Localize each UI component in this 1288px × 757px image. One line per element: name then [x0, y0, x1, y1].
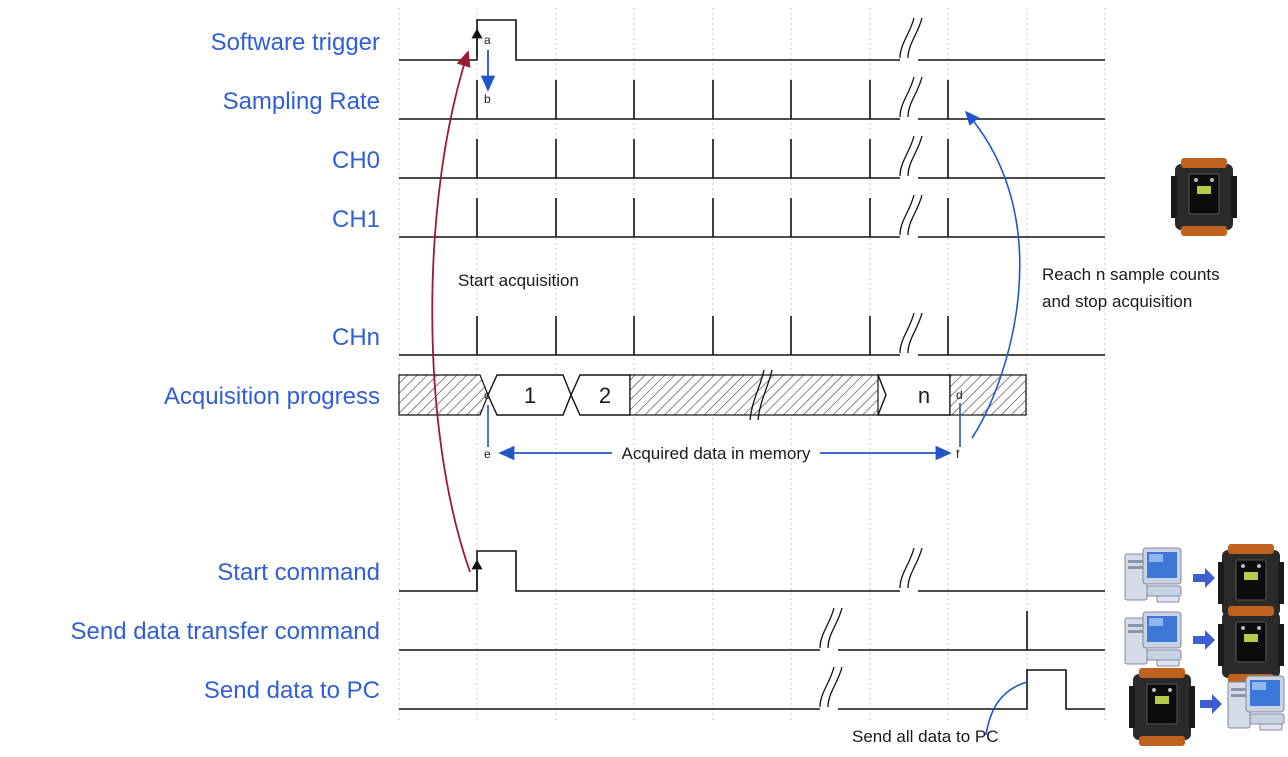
grid-lines [398, 8, 1106, 720]
waveform-send-data-to-pc [399, 666, 1105, 710]
label-sampling-rate: Sampling Rate [223, 88, 380, 115]
marker-b: b [484, 92, 491, 106]
device-icon [1170, 157, 1238, 237]
device-icon [1128, 667, 1196, 747]
right-arrow-icon [1193, 568, 1215, 588]
device-icon [1217, 605, 1285, 685]
marker-c: c [484, 388, 490, 402]
progress-segment-n: n [918, 383, 930, 408]
label-ch1: CH1 [332, 206, 380, 233]
right-arrow-icon [1200, 694, 1222, 714]
start-acquisition-label: Start acquisition [458, 271, 579, 290]
waveform-sampling-rate [399, 76, 1105, 120]
marker-e: e [484, 447, 491, 461]
reach-sample-counts-label: Reach n sample counts [1042, 265, 1220, 284]
pc-icon [1124, 611, 1182, 667]
waveform-send-data-transfer-command [399, 607, 1105, 651]
progress-segment-1: 1 [524, 383, 536, 408]
label-send-data-to-pc: Send data to PC [204, 677, 380, 704]
marker-d: d [956, 388, 963, 402]
label-software-trigger: Software trigger [211, 29, 380, 56]
label-ch0: CH0 [332, 147, 380, 174]
start-acquisition-arrow [431, 50, 471, 573]
label-chn: CHn [332, 324, 380, 351]
label-send-data-transfer-command: Send data transfer command [70, 618, 380, 645]
send-all-pointer [985, 681, 1028, 736]
waveform-ch1 [399, 194, 1105, 238]
label-start-command: Start command [217, 559, 380, 586]
marker-f: f [956, 447, 960, 461]
pc-icon [1227, 675, 1285, 731]
waveform-ch0 [399, 135, 1105, 179]
acquisition-progress-bar [398, 369, 1027, 421]
label-acquisition-progress: Acquisition progress [164, 383, 380, 410]
stop-acquisition-arrow [964, 110, 1021, 439]
pc-icon [1124, 547, 1182, 603]
progress-segment-2: 2 [599, 383, 611, 408]
acquired-data-label: Acquired data in memory [622, 444, 811, 463]
waveform-chn [399, 312, 1105, 356]
waveform-software-trigger [399, 17, 1105, 61]
waveform-start-command [399, 547, 1105, 592]
right-arrow-icon [1193, 630, 1215, 650]
send-all-data-label: Send all data to PC [852, 727, 998, 746]
stop-acquisition-label: and stop acquisition [1042, 292, 1192, 311]
marker-a: a [484, 33, 491, 47]
